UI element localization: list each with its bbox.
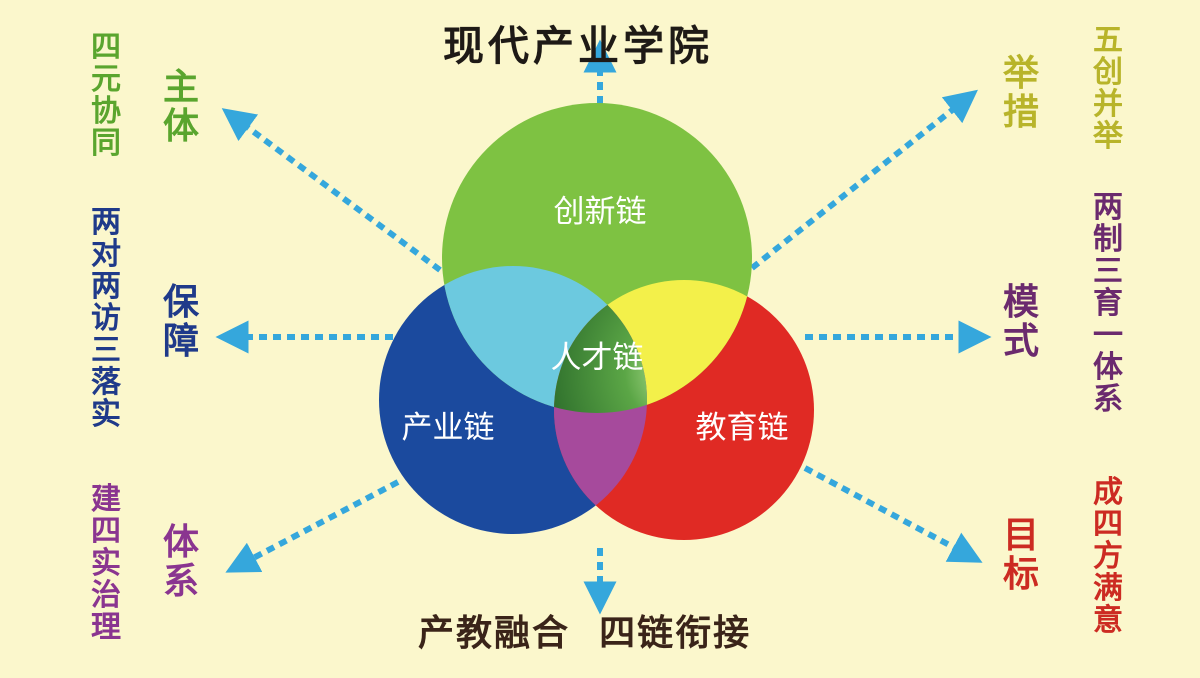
left-label-tixi: 体系: [163, 525, 199, 603]
vertical-char: 系: [163, 561, 200, 602]
vertical-char: 模: [1003, 282, 1040, 323]
vertical-char: 两: [91, 205, 121, 240]
vertical-char: 育: [1093, 286, 1123, 321]
arrow-upper-left-icon: [221, 108, 442, 273]
vertical-char: 三: [91, 333, 121, 368]
vertical-char: 制: [1093, 222, 1123, 257]
vertical-char: 实: [91, 546, 121, 581]
right-detail-wuchuang: 五创并举: [1093, 26, 1123, 154]
arrow-lower-left-icon: [225, 479, 400, 573]
vertical-char: 四: [91, 514, 121, 549]
arrows-group: [215, 39, 992, 615]
label-chuangxin: 创新链: [554, 194, 647, 230]
arrow-upper-right-icon: [750, 89, 978, 271]
vertical-char: 体: [163, 522, 200, 563]
vertical-char: 一: [1093, 318, 1123, 353]
vertical-char: 建: [91, 482, 121, 517]
label-chanye: 产业链: [402, 410, 495, 446]
vertical-char: 方: [1093, 539, 1123, 574]
left-label-zhuti: 主体: [163, 70, 199, 148]
vertical-char: 实: [91, 397, 121, 432]
vertical-char: 并: [1093, 87, 1123, 122]
vertical-char: 两: [1093, 190, 1123, 225]
label-jiaoyu: 教育链: [696, 410, 789, 446]
vertical-char: 满: [1093, 571, 1123, 606]
vertical-char: 对: [91, 237, 121, 272]
vertical-char: 意: [1093, 603, 1123, 638]
right-detail-liangzhi: 两制三育一体系: [1093, 193, 1123, 417]
vertical-char: 保: [163, 282, 200, 323]
vertical-char: 主: [163, 67, 200, 108]
left-detail-siyuan: 四元协同: [91, 33, 121, 161]
right-detail-chengsi: 成四方满意: [1093, 478, 1123, 638]
vertical-char: 三: [1093, 254, 1123, 289]
vertical-char: 系: [1093, 382, 1123, 417]
vertical-char: 体: [1093, 350, 1123, 385]
right-label-mubiao: 目标: [1003, 518, 1039, 596]
vertical-char: 目: [1003, 515, 1040, 556]
vertical-char: 落: [91, 365, 121, 400]
right-label-jucuo: 举措: [1003, 56, 1039, 134]
vertical-char: 创: [1093, 55, 1123, 90]
page-title: 现代产业学院: [443, 22, 713, 70]
vertical-char: 协: [91, 94, 121, 129]
vertical-char: 四: [1093, 507, 1123, 542]
vertical-char: 举: [1093, 119, 1123, 154]
bottom-title: 产教融合 四链衔接: [418, 613, 752, 654]
vertical-char: 举: [1003, 53, 1040, 94]
vertical-char: 标: [1003, 554, 1040, 595]
vertical-char: 理: [91, 610, 121, 645]
vertical-char: 治: [91, 578, 121, 613]
left-detail-liangdui: 两对两访三落实: [91, 208, 121, 432]
vertical-char: 四: [91, 30, 121, 65]
vertical-char: 措: [1003, 92, 1040, 133]
vertical-char: 五: [1093, 23, 1123, 58]
vertical-char: 访: [91, 301, 121, 336]
vertical-char: 体: [163, 106, 200, 147]
vertical-char: 两: [91, 269, 121, 304]
label-rencai: 人才链: [551, 340, 644, 376]
left-label-baozhang: 保障: [163, 285, 199, 363]
vertical-char: 障: [163, 321, 200, 362]
vertical-char: 成: [1093, 475, 1123, 510]
vertical-char: 式: [1003, 321, 1040, 362]
vertical-char: 同: [91, 126, 121, 161]
vertical-char: 元: [91, 62, 121, 97]
right-label-moshi: 模式: [1003, 285, 1039, 363]
overlap-center: [554, 280, 647, 413]
left-detail-jiansi: 建四实治理: [91, 485, 121, 645]
arrow-lower-right-icon: [803, 465, 983, 563]
